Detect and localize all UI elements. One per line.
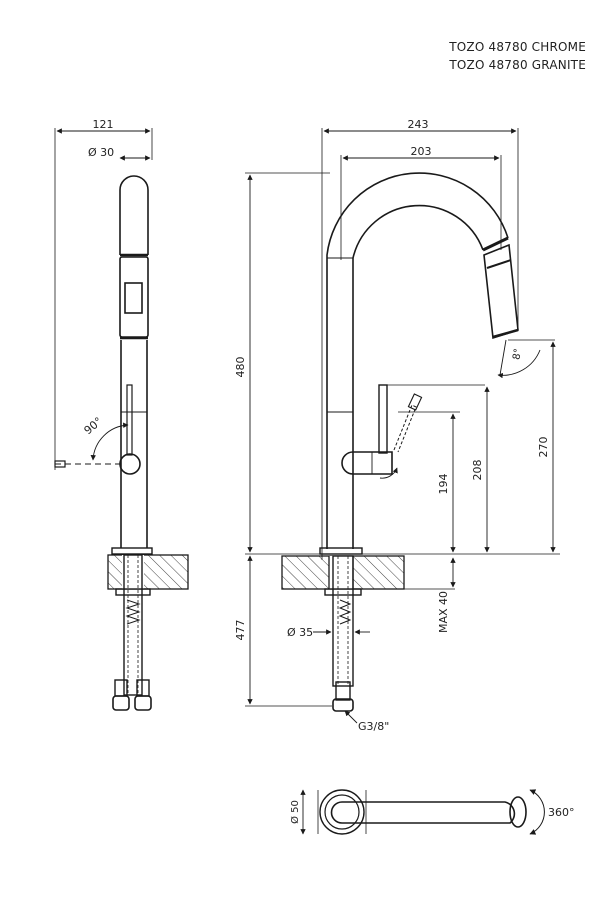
dim-121: 121 [93, 118, 114, 131]
side-spray-body [119, 256, 149, 338]
front-nut [324, 588, 362, 596]
front-shank [332, 555, 354, 687]
spout-outer [326, 172, 509, 410]
top-base-outer [319, 789, 365, 835]
dim-270: 270 [537, 437, 550, 458]
front-lever [378, 384, 388, 454]
thread-leader [344, 710, 358, 724]
side-fitting-right [136, 679, 150, 697]
dim-203: 203 [411, 145, 432, 158]
dim-194: 194 [437, 474, 450, 495]
head-joint [482, 236, 509, 252]
front-fitting-nut [332, 698, 354, 712]
front-lever-tip [407, 393, 423, 411]
side-counter [107, 554, 189, 590]
side-fitting-left-nut [112, 695, 130, 711]
dim-360: 360° [548, 806, 575, 819]
side-lever-tip [54, 460, 66, 468]
side-shank [123, 554, 143, 696]
head-band [486, 259, 512, 269]
dim-243: 243 [408, 118, 429, 131]
side-view: 121 Ø 30 90° [54, 118, 189, 711]
head-outlet [492, 328, 519, 339]
product-title-granite: TOZO 48780 GRANITE [449, 58, 586, 72]
mixer-body [341, 451, 393, 475]
side-thread [125, 599, 141, 625]
side-button-window [124, 282, 143, 314]
side-angle-arc [90, 422, 129, 461]
side-lever [126, 384, 133, 456]
dim-d35: Ø 35 [287, 626, 313, 639]
product-title-chrome: TOZO 48780 CHROME [449, 40, 586, 54]
side-nut [115, 588, 151, 596]
side-fitting-left [114, 679, 128, 697]
mixer-rotation-arc [379, 467, 398, 479]
dim-480: 480 [234, 357, 247, 378]
dim-max40: MAX 40 [437, 591, 450, 633]
dim-d50: Ø 50 [289, 800, 301, 824]
top-base-inner [324, 794, 360, 830]
side-spray-top [119, 175, 149, 255]
dim-90: 90° [82, 415, 105, 437]
top-view: Ø 50 360° [289, 789, 575, 835]
pull-out-head [483, 243, 519, 340]
dim-208: 208 [471, 460, 484, 481]
side-base-ring [111, 547, 153, 555]
front-thread [338, 599, 352, 625]
front-fitting [335, 681, 351, 701]
dim-d30: Ø 30 [88, 146, 114, 159]
front-view: 243 203 480 8° [234, 118, 560, 733]
side-fitting-right-nut [134, 695, 152, 711]
front-base-ring [319, 547, 363, 555]
rotation-arc [529, 789, 545, 835]
side-lever-hub [119, 453, 141, 475]
top-head [509, 796, 527, 828]
outlet-axis [499, 339, 507, 376]
dim-8: 8° [511, 348, 524, 361]
spout-inner [352, 204, 484, 410]
outlet-angle-arc [497, 349, 541, 379]
dim-477: 477 [234, 620, 247, 641]
dim-g38: G3/8" [358, 720, 389, 733]
front-lever-dashed [393, 404, 417, 453]
